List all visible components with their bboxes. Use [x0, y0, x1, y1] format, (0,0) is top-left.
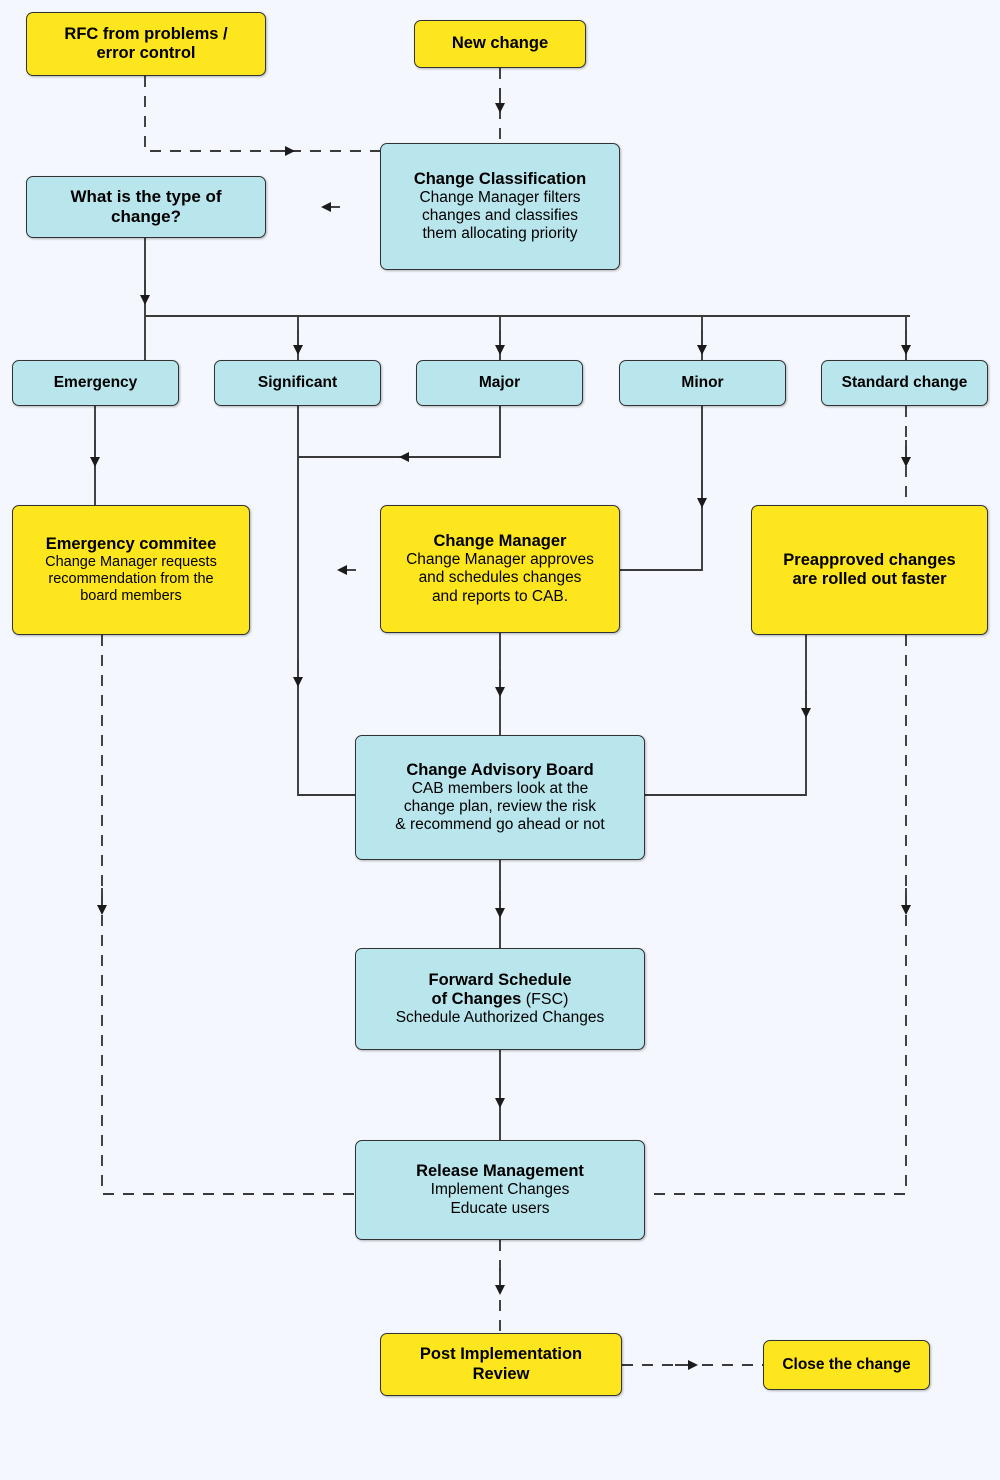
node-release-management[interactable]: Release Management Implement Changes Edu…	[355, 1140, 645, 1240]
node-standard-change[interactable]: Standard change	[821, 360, 988, 406]
node-emergency-committee-sub1: Change Manager requests	[45, 553, 217, 570]
node-close-the-change[interactable]: Close the change	[763, 1340, 930, 1390]
node-minor-title: Minor	[681, 374, 724, 392]
edge-preapproved-to-cab	[645, 633, 807, 796]
node-change-classification-sub1: Change Manager filters	[419, 188, 581, 206]
node-rfc[interactable]: RFC from problems / error control	[26, 12, 266, 76]
node-release-sub1: Implement Changes	[430, 1181, 570, 1199]
node-change-classification-sub3: them allocating priority	[422, 225, 578, 243]
node-pir-line1: Post Implementation	[419, 1345, 583, 1364]
node-emergency-committee-sub2: recommendation from the	[48, 571, 214, 587]
edge-minor-to-changemanager	[620, 406, 703, 571]
node-cab-sub1: CAB members look at the	[411, 779, 589, 797]
edge-significant-to-cab	[297, 406, 355, 796]
edge-rfc-to-classification	[144, 76, 380, 152]
node-emergency[interactable]: Emergency	[12, 360, 179, 406]
node-cab-sub3: & recommend go ahead or not	[395, 816, 605, 834]
node-preapproved-changes[interactable]: Preapproved changes are rolled out faste…	[751, 505, 988, 635]
node-fsc-sub1: Schedule Authorized Changes	[395, 1008, 605, 1026]
node-major[interactable]: Major	[416, 360, 583, 406]
node-release-sub2: Educate users	[450, 1199, 550, 1217]
node-emergency-title: Emergency	[53, 374, 138, 392]
node-type-question-line2: change?	[111, 207, 181, 226]
node-significant-title: Significant	[257, 374, 338, 392]
edge-committee-to-release	[101, 635, 355, 1195]
node-change-manager-sub2: and schedules changes	[418, 569, 582, 587]
node-fsc-title-line2-wrap: of Changes (FSC)	[432, 990, 569, 1009]
edge-major-to-significant	[298, 406, 501, 458]
node-type-question-line1: What is the type of	[70, 187, 222, 207]
node-fsc-abbr: (FSC)	[521, 990, 569, 1008]
node-emergency-committee-title: Emergency commitee	[45, 534, 217, 553]
node-change-manager[interactable]: Change Manager Change Manager approves a…	[380, 505, 620, 633]
node-significant[interactable]: Significant	[214, 360, 381, 406]
node-type-question[interactable]: What is the type of change?	[26, 176, 266, 238]
node-fsc-title-line2: of Changes	[431, 989, 522, 1008]
node-pir-line2: Review	[472, 1364, 530, 1383]
node-preapproved-line1: Preapproved changes	[783, 550, 956, 569]
node-post-implementation-review[interactable]: Post Implementation Review	[380, 1333, 622, 1396]
node-cab-title: Change Advisory Board	[406, 760, 594, 779]
node-close-change-title: Close the change	[782, 1356, 911, 1374]
node-emergency-committee[interactable]: Emergency commitee Change Manager reques…	[12, 505, 250, 635]
edge-preapproved-to-release	[645, 635, 907, 1195]
node-fsc-title-line1: Forward Schedule	[428, 970, 572, 989]
node-cab-sub2: change plan, review the risk	[403, 797, 597, 815]
node-release-title: Release Management	[416, 1162, 584, 1181]
node-change-manager-title: Change Manager	[433, 532, 567, 551]
node-change-classification-sub2: changes and classifies	[422, 206, 578, 224]
node-major-title: Major	[478, 374, 521, 392]
node-minor[interactable]: Minor	[619, 360, 786, 406]
node-preapproved-line2: are rolled out faster	[792, 570, 947, 588]
node-change-advisory-board[interactable]: Change Advisory Board CAB members look a…	[355, 735, 645, 860]
node-rfc-title-line1: RFC from problems /	[64, 24, 228, 43]
node-standard-change-title: Standard change	[841, 374, 968, 392]
node-change-classification[interactable]: Change Classification Change Manager fil…	[380, 143, 620, 270]
node-forward-schedule-of-changes[interactable]: Forward Schedule of Changes (FSC) Schedu…	[355, 948, 645, 1050]
node-new-change-title: New change	[451, 34, 549, 53]
node-emergency-committee-sub3: board members	[80, 588, 182, 605]
node-change-manager-sub1: Change Manager approves	[406, 551, 594, 569]
node-change-manager-sub3: and reports to CAB.	[431, 587, 569, 605]
node-change-classification-title: Change Classification	[413, 169, 587, 188]
node-rfc-title-line2: error control	[96, 44, 196, 62]
node-new-change[interactable]: New change	[414, 20, 586, 68]
